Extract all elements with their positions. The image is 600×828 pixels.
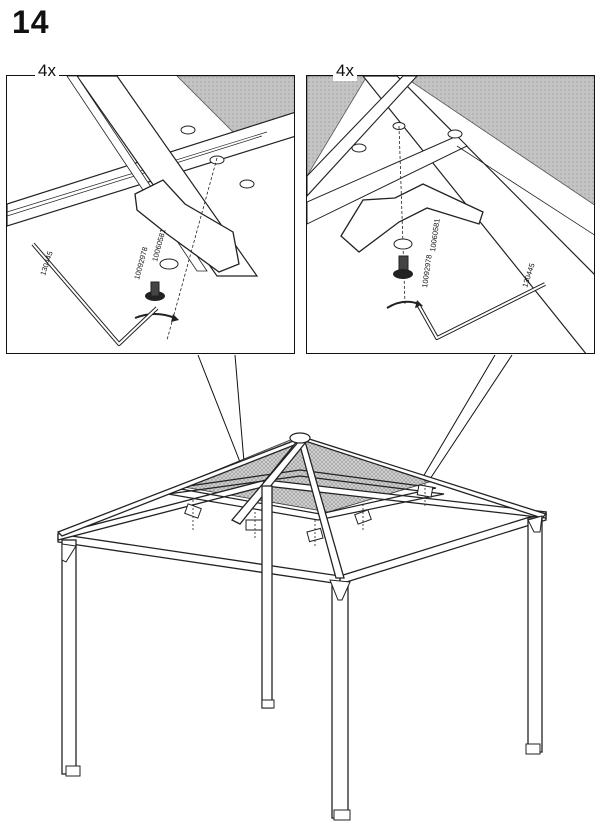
screw — [393, 255, 413, 279]
screw-paths — [192, 480, 426, 548]
washer-part-number: 10060581 — [428, 218, 442, 252]
allen-key — [417, 282, 546, 340]
screw-part-number: 10092978 — [132, 246, 149, 281]
bracket-part — [340, 183, 484, 253]
callout-lines — [197, 354, 513, 483]
quantity-label-right: 4x — [333, 61, 357, 81]
leg-braces — [61, 515, 543, 601]
washer — [159, 258, 179, 270]
rafters — [56, 437, 548, 579]
washer-part-number: 10060581 — [150, 228, 167, 263]
detail-panel-left: 130445 10092978 10060581 — [6, 75, 295, 354]
bracket-part — [134, 179, 240, 273]
detail-panel-right: 130445 10092978 10060581 — [306, 75, 595, 354]
screw-part-number: 10092978 — [420, 254, 434, 288]
feet — [65, 699, 541, 821]
quantity-label-left: 4x — [35, 61, 59, 81]
step-number: 14 — [12, 4, 50, 40]
screw — [145, 281, 165, 301]
brackets — [184, 484, 434, 543]
washer — [393, 238, 413, 250]
